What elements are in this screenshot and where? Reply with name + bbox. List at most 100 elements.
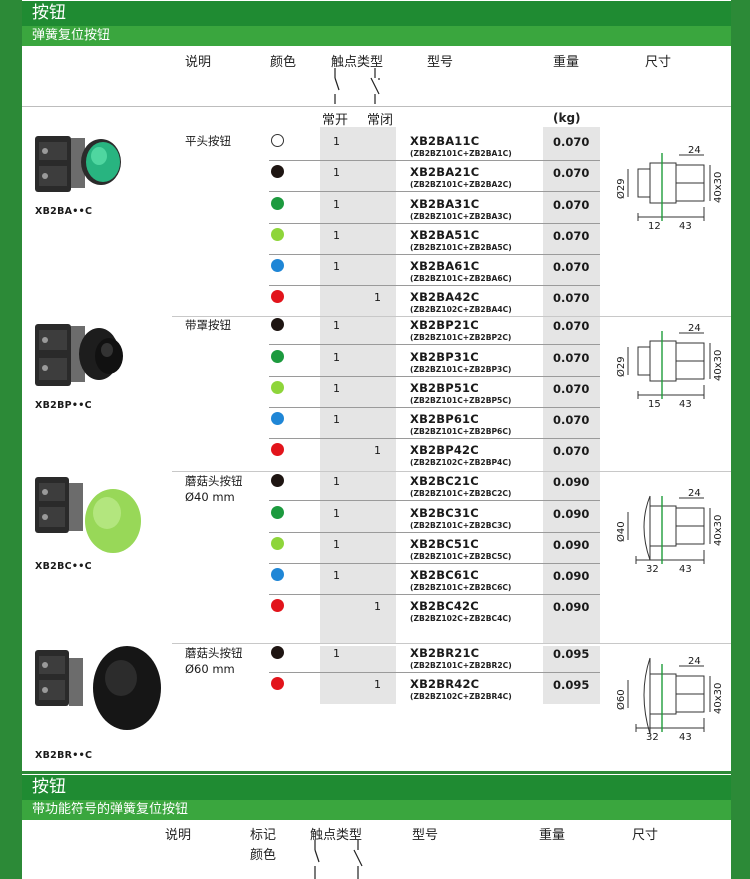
model-components: (ZB2BZ101C+ZB2BC6C) (410, 583, 512, 592)
contact-symbol-icon (334, 68, 380, 104)
row-divider (269, 285, 600, 286)
weight-value: 0.095 (553, 647, 590, 661)
weight-value: 0.090 (553, 475, 590, 489)
color-swatch-red (271, 677, 284, 690)
section2-title: 按钮 (22, 775, 731, 801)
model-components: (ZB2BZ101C+ZB2BP5C) (410, 396, 512, 405)
dim-diameter: Ø60 (616, 689, 627, 710)
weight-value: 0.070 (553, 444, 590, 458)
model-components: (ZB2BZ101C+ZB2BA1C) (410, 149, 512, 158)
color-swatch-green (271, 506, 284, 519)
group-desc: 带罩按钮 (185, 318, 231, 332)
model-number: XB2BC31C (410, 506, 479, 520)
model-number: XB2BC42C (410, 599, 479, 613)
group-divider (172, 643, 731, 644)
col-header-no: 常开 (322, 113, 349, 128)
group-divider (172, 316, 731, 317)
dim-front: 12 (648, 221, 661, 232)
model-number: XB2BP31C (410, 350, 479, 364)
contact-column-band-2 (320, 646, 396, 704)
model-components: (ZB2BZ102C+ZB2BP4C) (410, 458, 512, 467)
contact-no: 1 (333, 319, 340, 332)
group-desc: 平头按钮 (185, 134, 231, 148)
dim-diameter: Ø29 (616, 178, 627, 199)
color-swatch-blue (271, 568, 284, 581)
model-components: (ZB2BZ101C+ZB2BP2C) (410, 333, 512, 342)
model-number: XB2BR21C (410, 646, 480, 660)
model-number: XB2BC51C (410, 537, 479, 551)
dim-top: 24 (688, 488, 701, 499)
weight-value: 0.070 (553, 229, 590, 243)
section-subtitle: 弹簧复位按钮 (22, 26, 731, 46)
color-swatch-red (271, 443, 284, 456)
model-components: (ZB2BZ101C+ZB2BA5C) (410, 243, 512, 252)
col-header-desc: 说明 (185, 55, 212, 70)
weight-value: 0.090 (553, 569, 590, 583)
row-divider (269, 438, 600, 439)
color-swatch-white (271, 134, 284, 147)
contact-no: 1 (333, 351, 340, 364)
dim-side: 40x30 (713, 349, 724, 381)
dim-side: 40x30 (713, 171, 724, 203)
contact-no: 1 (333, 413, 340, 426)
model-components: (ZB2BZ102C+ZB2BC4C) (410, 614, 512, 623)
color-swatch-black (271, 474, 284, 487)
model-number: XB2BA21C (410, 165, 480, 179)
dim-front: 32 (646, 564, 659, 575)
color-swatch-black (271, 165, 284, 178)
contact-no: 1 (333, 135, 340, 148)
weight-column-band (543, 127, 600, 644)
contact-no: 1 (333, 198, 340, 211)
model-number: XB2BC21C (410, 474, 479, 488)
color-swatch-blue (271, 259, 284, 272)
contact-no: 1 (333, 507, 340, 520)
contact-nc: 1 (374, 600, 381, 613)
contact-no: 1 (333, 569, 340, 582)
row-divider (269, 191, 600, 192)
model-number: XB2BA51C (410, 228, 480, 242)
group-desc: 蘑菇头按钮 (185, 474, 243, 488)
col2-header-weight: 重量 (539, 828, 566, 843)
col2-header-mark: 标记 (250, 828, 277, 843)
dim-top: 24 (688, 145, 701, 156)
col2-header-contact: 触点类型 (310, 828, 363, 843)
model-components: (ZB2BZ101C+ZB2BC2C) (410, 489, 512, 498)
group-desc: 蘑菇头按钮 (185, 646, 243, 660)
color-swatch-red (271, 599, 284, 612)
color-swatch-green (271, 197, 284, 210)
model-components: (ZB2BZ102C+ZB2BA4C) (410, 305, 512, 314)
model-number: XB2BA31C (410, 197, 480, 211)
model-number: XB2BA61C (410, 259, 480, 273)
model-components: (ZB2BZ101C+ZB2BA6C) (410, 274, 512, 283)
weight-value: 0.090 (553, 600, 590, 614)
dimension-drawing-0 (627, 153, 711, 221)
dimension-drawing-2 (627, 495, 711, 564)
color-swatch-black (271, 646, 284, 659)
model-number: XB2BA11C (410, 134, 480, 148)
dim-body: 43 (679, 399, 692, 410)
dim-body: 43 (679, 732, 692, 743)
weight-value: 0.070 (553, 198, 590, 212)
contact-no: 1 (333, 229, 340, 242)
weight-value: 0.070 (553, 291, 590, 305)
dim-side: 40x30 (713, 682, 724, 714)
col2-header-desc: 说明 (165, 828, 192, 843)
row-divider (269, 594, 600, 595)
col-header-color: 颜色 (270, 55, 297, 70)
group-divider (172, 471, 731, 472)
model-components: (ZB2BZ102C+ZB2BR4C) (410, 692, 512, 701)
color-swatch-lime (271, 381, 284, 394)
mushroom-pushbutton-60-image (35, 646, 161, 730)
weight-value: 0.090 (553, 538, 590, 552)
row-divider (269, 376, 600, 377)
model-components: (ZB2BZ101C+ZB2BA3C) (410, 212, 512, 221)
weight-value: 0.070 (553, 166, 590, 180)
model-components: (ZB2BZ101C+ZB2BC5C) (410, 552, 512, 561)
dim-diameter: Ø29 (616, 356, 627, 377)
dimension-drawing-1 (627, 331, 711, 399)
dim-side: 40x30 (713, 514, 724, 546)
flush-pushbutton-green-image (35, 136, 121, 192)
group-desc-size: Ø60 mm (185, 662, 235, 676)
row-divider (269, 407, 600, 408)
contact-nc: 1 (374, 444, 381, 457)
